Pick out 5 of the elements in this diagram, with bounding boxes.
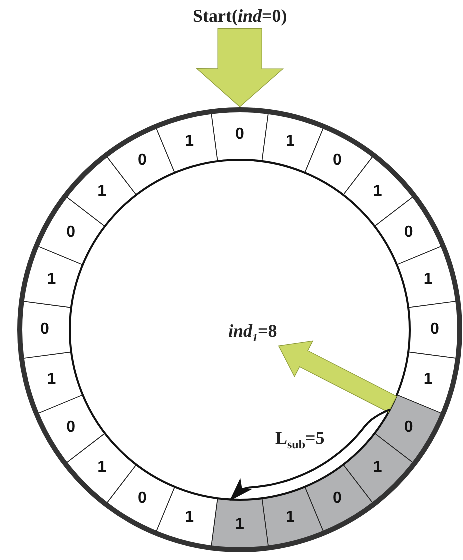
block-arrow xyxy=(278,340,398,413)
block-arrow xyxy=(196,28,284,108)
curved-arrow xyxy=(230,408,390,502)
start-label: Start(ind=0) xyxy=(193,7,288,27)
index-label: ind$_{1}$=8 xyxy=(228,322,278,344)
